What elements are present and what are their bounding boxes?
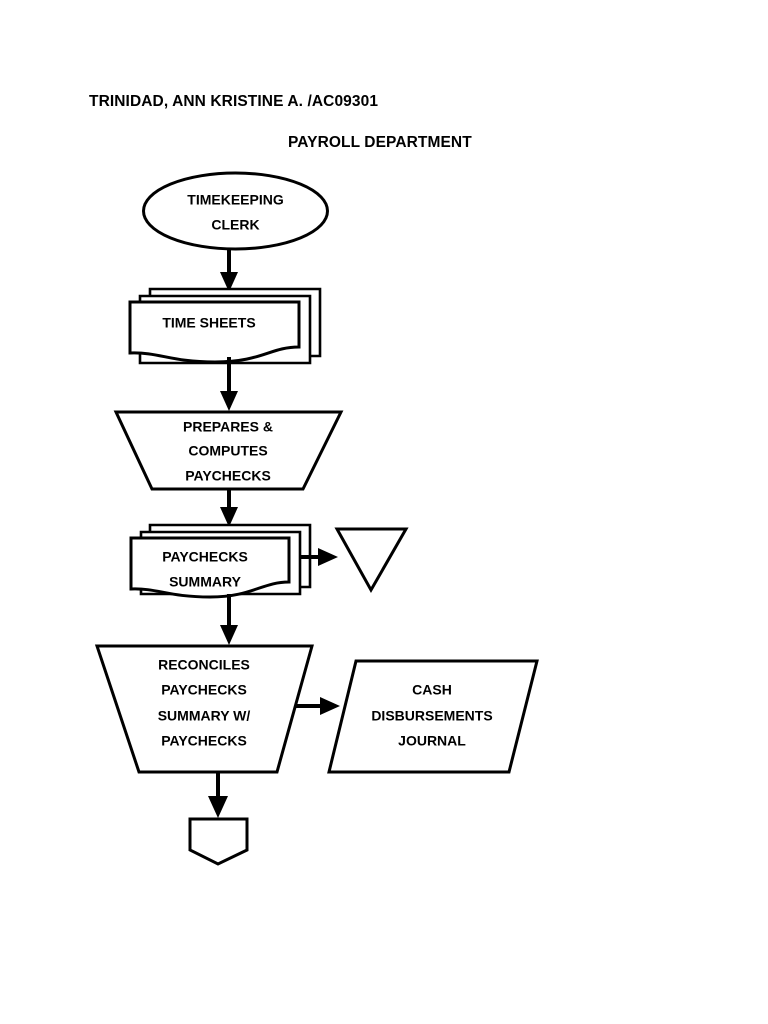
parallelogram-shape xyxy=(327,659,539,774)
inverted-trapezoid-shape xyxy=(94,644,314,774)
timekeeping-clerk-line2: CLERK xyxy=(211,217,259,233)
timekeeping-clerk-line1: TIMEKEEPING xyxy=(187,192,284,208)
connector-reconciles-to-connector xyxy=(208,772,228,818)
time-sheets-label: TIME SHEETS xyxy=(162,315,255,331)
node-paychecks-summary[interactable]: PAYCHECKS SUMMARY xyxy=(129,523,312,599)
node-cash-disbursements-journal[interactable]: CASH DISBURSEMENTS JOURNAL xyxy=(327,659,539,774)
node-prepares-computes-paychecks[interactable]: PREPARES & COMPUTES PAYCHECKS xyxy=(113,410,344,491)
journal-line1: CASH xyxy=(412,682,452,698)
node-reconciles-paychecks[interactable]: RECONCILES PAYCHECKS SUMMARY W/ PAYCHECK… xyxy=(94,644,314,774)
ellipse-shape xyxy=(142,171,329,251)
triangle-down-shape xyxy=(334,527,409,594)
node-timekeeping-clerk[interactable]: TIMEKEEPING CLERK xyxy=(142,171,329,251)
reconciles-line4: PAYCHECKS xyxy=(161,733,247,749)
node-file-triangle[interactable] xyxy=(334,527,409,594)
journal-line3: JOURNAL xyxy=(398,733,466,749)
connector-prepares-to-summary xyxy=(220,489,238,527)
pentagon-down-shape xyxy=(188,817,249,866)
connector-timesheets-to-prepares xyxy=(220,357,238,411)
document-front xyxy=(129,536,291,599)
author-header: TRINIDAD, ANN KRISTINE A. /AC09301 xyxy=(89,93,379,110)
paychecks-summary-line2: SUMMARY xyxy=(169,574,241,590)
reconciles-line2: PAYCHECKS xyxy=(161,682,247,698)
page-title: PAYROLL DEPARTMENT xyxy=(288,134,472,151)
prepares-line3: PAYCHECKS xyxy=(185,468,271,484)
prepares-line1: PREPARES & xyxy=(183,419,273,435)
connector-summary-to-file xyxy=(300,548,338,566)
reconciles-line1: RECONCILES xyxy=(158,657,250,673)
node-offpage-connector[interactable] xyxy=(188,817,249,866)
inverted-trapezoid-shape xyxy=(113,410,344,491)
paychecks-summary-line1: PAYCHECKS xyxy=(162,549,248,565)
connector-summary-to-reconciles xyxy=(220,594,238,645)
reconciles-line3: SUMMARY W/ xyxy=(158,708,251,724)
prepares-line2: COMPUTES xyxy=(188,443,267,459)
connector-clerk-to-timesheets xyxy=(220,249,238,292)
journal-line2: DISBURSEMENTS xyxy=(371,708,492,724)
document-front xyxy=(128,300,301,364)
connector-reconciles-to-journal xyxy=(296,697,340,715)
node-time-sheets[interactable]: TIME SHEETS xyxy=(128,287,322,365)
